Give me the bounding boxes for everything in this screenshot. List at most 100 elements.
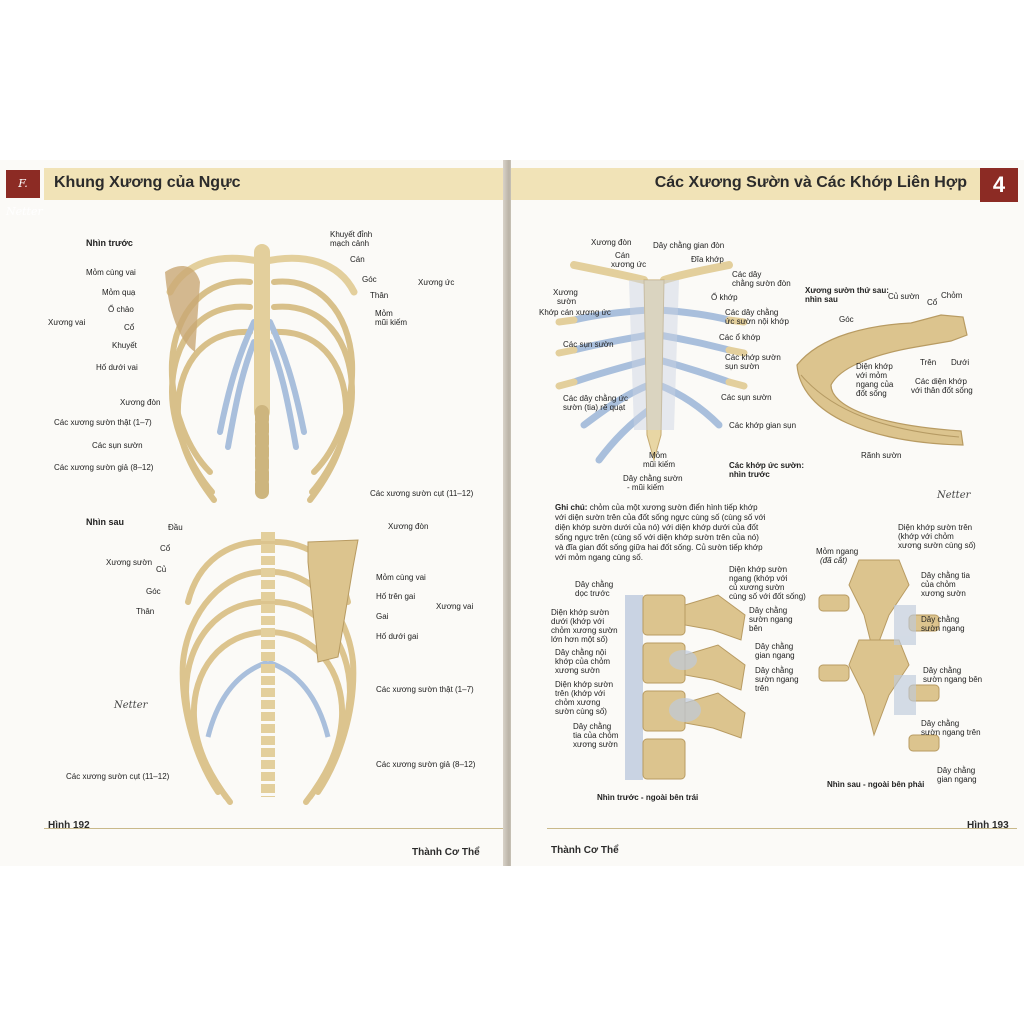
label-dk-suon-tren-3: xương sườn cùng số) [898,541,976,550]
right-header-band: Các Xương Sườn và Các Khớp Liên Hợp [511,168,981,200]
label-pr-tia-2: của chỏm [921,580,956,589]
label-day-chang-tia-2: sườn (tia) rẽ quạt [563,403,626,412]
label-cac-sun-suon: Các sụn sườn [721,393,772,402]
label-suon-that-post: Các xương sườn thật (1–7) [376,685,474,694]
label-suon-ngang-tren-2: sườn ngang [755,675,799,684]
label-khop-gian-sun: Các khớp gian sụn [729,421,797,430]
posterior-ribcage-illustration [179,532,359,805]
label-cu: Củ [156,565,167,574]
label-day-chang-mui-kiem: Dây chằng sườn [623,474,683,483]
label-dau: Đầu [168,523,183,532]
rib-view-title-2: nhìn sau [805,295,838,304]
label-noi-khop: Dây chằng nội [555,648,607,657]
label-st-mom-2: mũi kiếm [643,460,676,469]
label-gai: Gai [376,612,389,621]
label-xuong-suon: Xương sườn [106,558,153,567]
eighth-rib-illustration [796,314,968,446]
label-suon-that: Các xương sườn thật (1–7) [54,418,152,427]
label-sun-suon: Các sụn sườn [92,441,143,450]
label-doc-truoc-2: dọc trước [575,589,610,598]
label-rib-co: Cổ [927,298,938,307]
label-than: Thân [370,291,389,300]
left-page-title: Khung Xương của Ngực [54,174,241,191]
label-pr-gian-ngang-2: gian ngang [937,775,977,784]
label-pr-tia: Dây chằng tia [921,571,970,580]
label-tia-chom-2: tia của chỏm [573,731,619,740]
label-mom-cung-vai-post: Mỏm cùng vai [376,573,426,582]
label-xuong-vai-post: Xương vai [436,602,474,611]
left-header-band: Khung Xương của Ngực [44,168,507,200]
posterior-view-title: Nhìn sau [86,517,125,527]
label-pr-suon-ngang-2: sườn ngang [921,624,965,633]
label-st-sun-suon: Các sụn sườn [563,340,614,349]
label-chom: Chỏm [941,291,963,300]
label-dk-than: Các diện khớp [915,377,967,386]
note-text: chỏm của một xương sườn điển hình tiếp k… [555,503,766,562]
label-day-chang-suon-don: Các dây [732,270,762,279]
label-suon-ngang-ben-2: sườn ngang [749,615,793,624]
label-mom-cung-vai: Mỏm cùng vai [86,268,136,277]
label-khop-suon-sun-suon-2: sụn sườn [725,362,760,371]
note-paragraph: Ghi chú: chỏm của một xương sườn điển hì… [555,503,767,563]
label-st-caption: Các khớp ức sườn: [729,461,804,470]
label-cac-o-khop: Các ổ khớp [719,333,761,342]
label-noi-khop-3: xương sườn [555,666,600,675]
label-dk-ngang-2: ngang (khớp với [729,574,788,583]
label-tren: Trên [920,358,937,367]
label-pr-suon-ngang-tren: Dây chằng [921,719,960,728]
label-dk-tren: Diện khớp sườn [555,680,614,689]
label-mom-ngang-2: (đã cắt) [820,556,848,565]
label-suon-ngang-tren: Dây chằng [755,666,794,675]
label-duoi: Dưới [951,358,970,367]
label-o-khop: Ổ khớp [711,293,738,302]
right-footer-rule [547,828,1017,829]
label-suon-gia-post: Các xương sườn giả (8–12) [376,760,476,769]
label-dk-duoi-3: chỏm xương sườn [551,626,618,635]
label-can: Cán [350,255,365,264]
label-xuong-vai: Xương vai [48,318,86,327]
label-gian-ngang: Dây chằng [755,642,794,651]
label-st-xuong-don: Xương đòn [591,238,632,247]
label-xuong-don: Xương đòn [120,398,161,407]
label-co: Cổ [124,323,135,332]
label-pr-suon-ngang-ben: Dây chằng [923,666,962,675]
label-dk-mom-ngang-2: với mỏm [856,371,888,380]
label-st-xuong-suon-2: sườn [557,297,577,306]
label-khop-suon-sun-suon: Các khớp sườn [725,353,781,362]
label-suon-gia: Các xương sườn giả (8–12) [54,463,154,472]
right-page-title: Các Xương Sườn và Các Khớp Liên Hợp [654,174,967,191]
note-heading: Ghi chú: [555,503,588,512]
label-dk-mom-ngang-4: đốt sống [856,389,887,398]
label-day-chang-mui-kiem-2: - mũi kiếm [627,483,664,492]
left-footer-rule [44,828,504,829]
left-page: F. Netter Khung Xương của Ngực Nhìn trướ… [0,160,507,866]
label-dk-ngang: Diện khớp sườn [729,565,788,574]
label-dk-ngang-3: củ xương sườn [729,583,785,592]
label-suon-cut: Các xương sườn cụt (11–12) [370,489,474,498]
label-noi-khop-2: khớp của chỏm [555,657,611,666]
anterior-ribcage-illustration [165,244,358,503]
label-dk-mom-ngang-3: ngang của [856,380,894,389]
label-xuong-uc: Xương ức [418,278,455,287]
label-pr-tia-3: xương sườn [921,589,966,598]
label-st-caption-2: nhìn trước [729,470,770,479]
label-lateral-caption: Nhìn trước - ngoài bên trái [597,793,699,802]
label-can-xuong-uc: Cán [615,251,630,260]
label-day-chang-suon-don-2: chằng sườn đòn [732,279,791,288]
label-tia-chom-3: xương sườn [573,740,618,749]
sternocostal-joints-illustration [555,261,748,464]
netter-logo: F. Netter [6,170,43,218]
label-pr-caption: Nhìn sau - ngoài bên phải [827,780,925,789]
rib-view-title: Xương sườn thứ sau: [805,286,889,295]
label-khop-can-xuong-uc: Khớp cán xương ức [539,308,611,317]
label-than-post: Thân [136,607,155,616]
label-dk-duoi: Diện khớp sườn [551,608,610,617]
right-figure-number: Hình 193 [967,820,1009,831]
label-goc: Góc [362,275,377,284]
label-dk-duoi-4: lớn hơn một số) [551,635,608,644]
label-ho-duoi-gai: Hố dưới gai [376,632,419,641]
label-doc-truoc: Dây chằng [575,580,614,589]
label-mom: Mỏm [375,309,393,318]
label-khuyet: Khuyết đỉnh [330,230,373,239]
label-dk-than-2: với thân đốt sống [911,386,973,395]
